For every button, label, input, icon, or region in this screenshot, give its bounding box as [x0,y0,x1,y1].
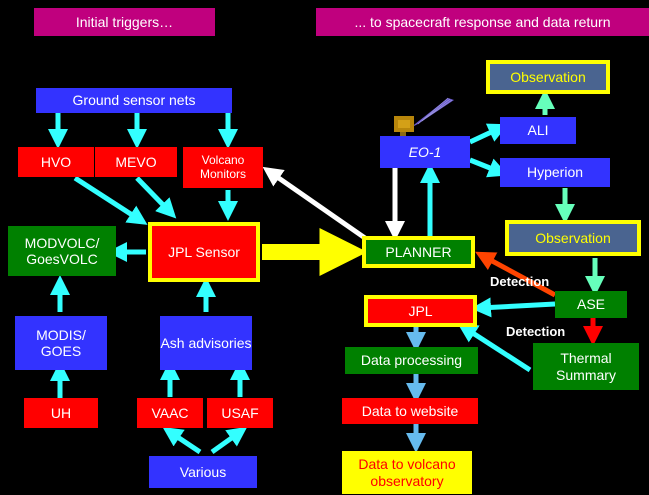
observation-mid-node: Observation [505,220,641,256]
ash-advisories-node: Ash advisories [160,316,252,370]
uh-node: UH [24,398,98,428]
detection-label-1: Detection [490,274,550,289]
jpl-node: JPL [364,295,477,327]
jpl-sensor-node: JPL Sensor [148,222,260,282]
thermal-summary-node: Thermal Summary [533,343,639,390]
header-right: ... to spacecraft response and data retu… [316,8,649,36]
data-to-website-node: Data to website [342,398,478,424]
hvo-node: HVO [18,147,94,177]
ali-node: ALI [500,117,576,144]
data-to-observatory-node: Data to volcano observatory [342,451,472,494]
ase-node: ASE [555,291,627,318]
satellite-icon [394,97,454,140]
modis-goes-node: MODIS/ GOES [15,316,107,370]
detection-label-2: Detection [506,324,566,339]
mevo-node: MEVO [95,147,177,177]
vaac-node: VAAC [137,398,203,428]
various-node: Various [149,456,257,488]
ground-sensor-nets: Ground sensor nets [36,88,232,113]
header-left: Initial triggers… [34,8,215,36]
data-processing-node: Data processing [345,347,478,374]
planner-node: PLANNER [362,236,475,268]
modvolc-node: MODVOLC/ GoesVOLC [8,226,116,276]
hyperion-node: Hyperion [500,158,610,187]
usaf-node: USAF [207,398,273,428]
volcano-monitors-node: Volcano Monitors [183,147,263,188]
eo1-node: EO-1 [380,136,470,168]
observation-top-node: Observation [486,60,610,94]
